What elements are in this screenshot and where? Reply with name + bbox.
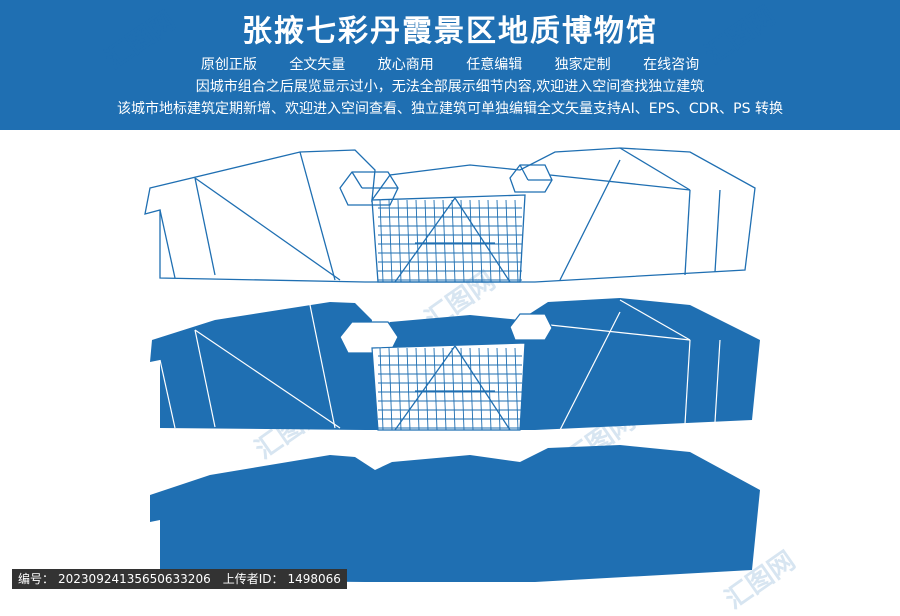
grid-line	[487, 199, 492, 283]
grid-line	[478, 347, 483, 431]
grid-line	[442, 347, 447, 431]
grid-line	[460, 199, 465, 283]
upload-info-bar: 编号：20230924135650633206 上传者ID：1498066	[12, 569, 347, 589]
grid-line	[514, 347, 519, 431]
building-outline	[144, 147, 756, 283]
tag-item: 放心商用	[377, 57, 434, 73]
uploader-label: 上传者ID：	[222, 572, 284, 586]
grid-line	[406, 199, 411, 283]
grid-line	[388, 347, 393, 431]
grid-line	[388, 199, 393, 283]
facade-grid	[378, 199, 522, 283]
grid-line	[379, 199, 384, 283]
grid-line	[433, 199, 438, 283]
grid-line	[442, 199, 447, 283]
grid-line	[433, 347, 438, 431]
facade-grid	[378, 347, 522, 431]
info-line-1: 因城市组合之后展览显示过小，无法全部展示细节内容,欢迎进入空间查找独立建筑	[195, 79, 705, 95]
grid-line	[514, 199, 519, 283]
info-line-2: 该城市地标建筑定期新增、欢迎进入空间查看、独立建筑可单独编辑全文矢量支持AI、E…	[117, 101, 783, 117]
grid-line	[478, 199, 483, 283]
page-title: 张掖七彩丹霞景区地质博物馆	[242, 14, 658, 49]
grid-line	[505, 199, 510, 283]
grid-line	[460, 347, 465, 431]
grid-line	[469, 199, 474, 283]
building-silhouette	[150, 445, 760, 582]
grid-line	[424, 347, 429, 431]
grid-line	[406, 347, 411, 431]
grid-line	[415, 199, 420, 283]
id-label: 编号：	[18, 572, 55, 586]
tag-item: 原创正版	[200, 57, 257, 73]
tag-item: 任意编辑	[466, 57, 523, 73]
tag-item: 独家定制	[554, 57, 611, 73]
grid-line	[424, 199, 429, 283]
grid-line	[397, 199, 402, 283]
uploader-value: 1498066	[287, 572, 341, 586]
tag-item: 在线咨询	[643, 57, 700, 73]
tag-item: 全文矢量	[289, 57, 346, 73]
header-banner: 张掖七彩丹霞景区地质博物馆 原创正版 全文矢量 放心商用 任意编辑 独家定制 在…	[0, 0, 900, 130]
grid-line	[397, 347, 402, 431]
grid-line	[469, 347, 474, 431]
grid-line	[451, 199, 456, 283]
grid-line	[487, 347, 492, 431]
grid-line	[505, 347, 510, 431]
grid-line	[451, 347, 456, 431]
grid-line	[415, 347, 420, 431]
id-value: 20230924135650633206	[58, 572, 211, 586]
grid-line	[379, 347, 384, 431]
feature-tags: 原创正版 全文矢量 放心商用 任意编辑 独家定制 在线咨询	[0, 55, 900, 75]
grid-line	[496, 347, 501, 431]
grid-line	[496, 199, 501, 283]
